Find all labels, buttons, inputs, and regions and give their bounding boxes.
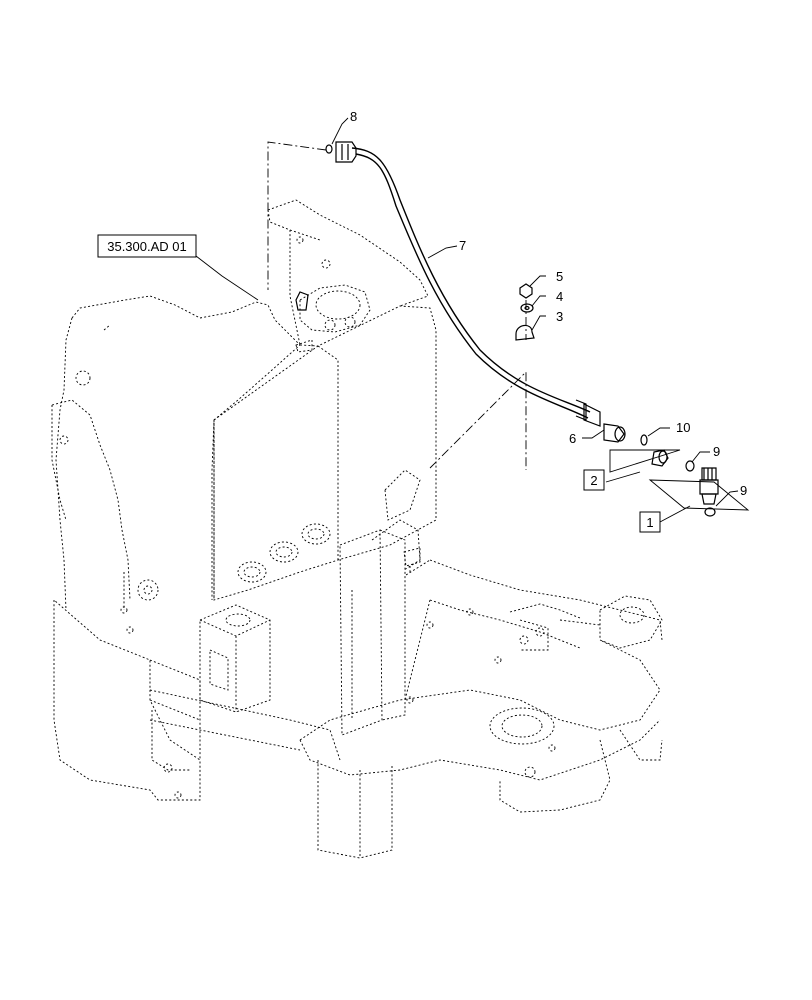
reference-label-box[interactable]: 35.300.AD 01 bbox=[97, 234, 197, 258]
callout-8: 8 bbox=[350, 109, 357, 124]
leader-lines bbox=[195, 117, 739, 507]
nut-5 bbox=[519, 283, 533, 299]
group-lines bbox=[605, 449, 750, 523]
callout-box-2[interactable]: 2 bbox=[583, 469, 605, 491]
oring-8 bbox=[325, 144, 333, 154]
clamp-3 bbox=[515, 324, 535, 341]
callout-4: 4 bbox=[556, 289, 563, 304]
oring-10 bbox=[640, 434, 648, 446]
adapter-6 bbox=[603, 423, 625, 443]
machine-frame bbox=[51, 199, 663, 859]
small-parts bbox=[325, 144, 719, 517]
callout-5: 5 bbox=[556, 269, 563, 284]
reference-label: 35.300.AD 01 bbox=[107, 239, 187, 254]
washer-4 bbox=[520, 303, 534, 313]
oring-9a bbox=[685, 460, 695, 472]
callout-3: 3 bbox=[556, 309, 563, 324]
callout-1: 1 bbox=[646, 515, 653, 530]
callout-7: 7 bbox=[459, 238, 466, 253]
callouts: 8 7 5 4 3 6 10 9 9 bbox=[350, 109, 747, 498]
callout-2: 2 bbox=[590, 473, 597, 488]
callout-9-lower: 9 bbox=[740, 483, 747, 498]
hydraulic-hose bbox=[335, 141, 601, 427]
callout-9-upper: 9 bbox=[713, 444, 720, 459]
oring-9b bbox=[704, 507, 716, 517]
callout-box-1[interactable]: 1 bbox=[639, 511, 661, 533]
callout-10: 10 bbox=[676, 420, 690, 435]
callout-6: 6 bbox=[569, 431, 576, 446]
